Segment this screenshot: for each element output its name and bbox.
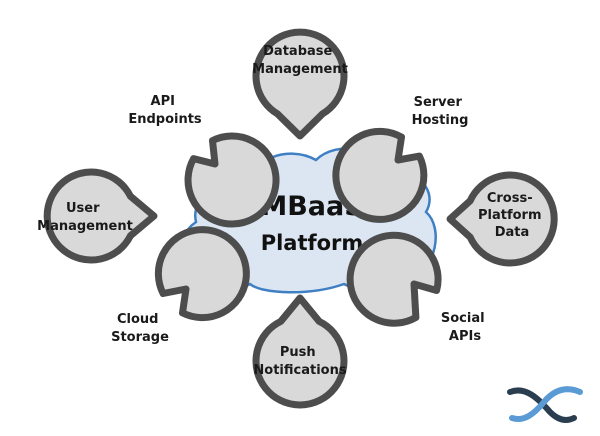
bubble-label: API Endpoints (128, 94, 202, 127)
node-database-management: Database Management (252, 28, 348, 140)
bubble-shape (446, 171, 558, 267)
node-user-management: User Management (37, 168, 158, 264)
bubble-label: Social APIs (441, 311, 489, 344)
cloud-subtitle: Platform (261, 231, 364, 255)
bubble-shape (154, 226, 250, 322)
node-server-hosting: Server Hosting (332, 95, 469, 223)
bubble-label: Server Hosting (412, 95, 469, 128)
bubble-shape (332, 127, 428, 223)
node-social-apis: Social APIs (346, 231, 489, 344)
node-cloud-storage: Cloud Storage (111, 226, 250, 345)
node-cross-platform-data: Cross- Platform Data (446, 171, 558, 267)
wave-logo-icon (507, 386, 583, 423)
bubble-shape (252, 28, 348, 140)
bubble-shape (43, 168, 158, 264)
bubble-shape (184, 132, 280, 228)
bubble-label: Cloud Storage (111, 312, 169, 345)
bubble-label: User Management (37, 201, 133, 234)
bubble-shape (346, 231, 442, 327)
bubble-label: Cross- Platform Data (478, 191, 546, 240)
bubble-label: Push Notifications (253, 345, 346, 378)
bubble-label: Database Management (252, 44, 348, 77)
node-api-endpoints: API Endpoints (128, 94, 280, 228)
bubble-shape (252, 294, 348, 409)
node-push-notifications: Push Notifications (252, 294, 348, 409)
